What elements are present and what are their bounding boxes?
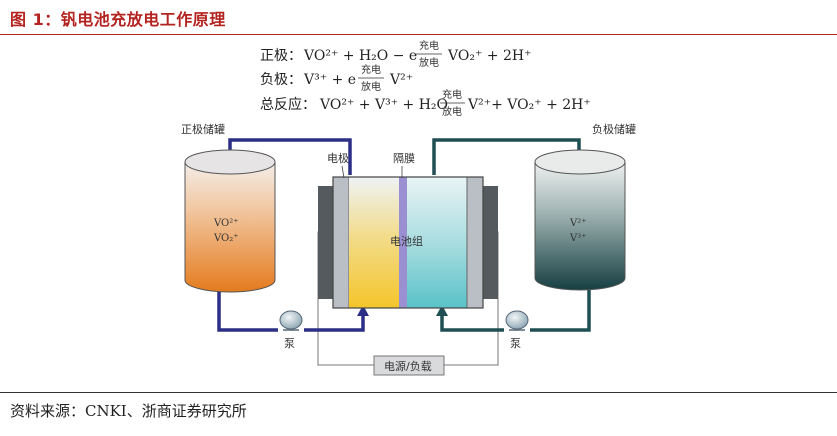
equation-overall: 总反应： VO²⁺ + V³⁺ + H₂O 充电 放电 V²⁺+ VO₂⁺ + … — [260, 88, 591, 118]
negative-tank-label: 负极储罐 — [592, 122, 636, 136]
equation-negative-right: V²⁺ — [389, 72, 413, 88]
equation-overall-left: VO²⁺ + V³⁺ + H₂O — [319, 97, 448, 113]
equation-positive-right: VO₂⁺ + 2H⁺ — [447, 48, 531, 64]
figure-title: 图 1：钒电池充放电工作原理 — [10, 10, 226, 29]
power-load-box — [373, 355, 445, 376]
arrow-up-icon — [357, 305, 369, 316]
positive-tank-label: 正极储罐 — [181, 122, 225, 136]
equation-overall-arrow-top: 充电 — [442, 88, 462, 101]
equation-negative: 负极： V³⁺ + e 充电 放电 V²⁺ — [260, 63, 413, 93]
equation-negative-label: 负极： — [260, 72, 302, 88]
membrane-label: 隔膜 — [393, 152, 415, 165]
equation-overall-right: V²⁺+ VO₂⁺ + 2H⁺ — [467, 97, 591, 113]
equation-overall-label: 总反应： — [260, 96, 316, 113]
pump-left-label: 泵 — [284, 337, 295, 350]
positive-tank-species-2: VO₂⁺ — [213, 233, 239, 244]
left-electrode — [332, 176, 350, 309]
negative-electrolyte-chamber — [407, 177, 467, 308]
source-note: 资料来源：CNKI、浙商证券研究所 — [10, 402, 247, 420]
stack-label: 电池组 — [390, 234, 423, 248]
positive-electrolyte-chamber — [349, 177, 399, 308]
source-divider — [0, 392, 837, 393]
negative-tank-species-2: V³⁺ — [569, 233, 587, 244]
left-end-plate — [318, 186, 333, 299]
membrane — [399, 177, 407, 308]
equation-negative-left: V³⁺ + e — [303, 72, 356, 88]
pump-right-label: 泵 — [510, 337, 521, 350]
positive-tank-species-1: VO²⁺ — [213, 218, 239, 229]
electrode-pointer — [341, 165, 345, 179]
right-end-plate — [483, 186, 498, 299]
arrow-up-icon — [436, 305, 448, 316]
equation-overall-arrow-bottom: 放电 — [442, 105, 462, 118]
equation-positive: 正极： VO²⁺ + H₂O − e 充电 放电 VO₂⁺ + 2H⁺ — [260, 39, 531, 69]
equation-positive-arrow-bottom: 放电 — [419, 56, 439, 69]
power-load-label: 电源/负载 — [384, 359, 432, 373]
electrode-label: 电极 — [327, 151, 349, 165]
cell-stack — [318, 176, 498, 309]
positive-tank — [184, 149, 276, 293]
negative-tank — [534, 149, 626, 291]
equation-negative-arrow-top: 充电 — [361, 63, 381, 76]
pump-left-icon — [279, 310, 303, 331]
equation-positive-arrow-top: 充电 — [419, 39, 439, 52]
equation-negative-arrow-bottom: 放电 — [361, 80, 381, 93]
pump-right-icon — [505, 310, 529, 331]
negative-tank-species-1: V²⁺ — [569, 218, 587, 229]
equation-positive-label: 正极： — [260, 48, 302, 64]
equation-positive-left: VO²⁺ + H₂O − e — [303, 48, 417, 64]
right-electrode — [466, 176, 484, 309]
title-divider — [0, 34, 837, 35]
